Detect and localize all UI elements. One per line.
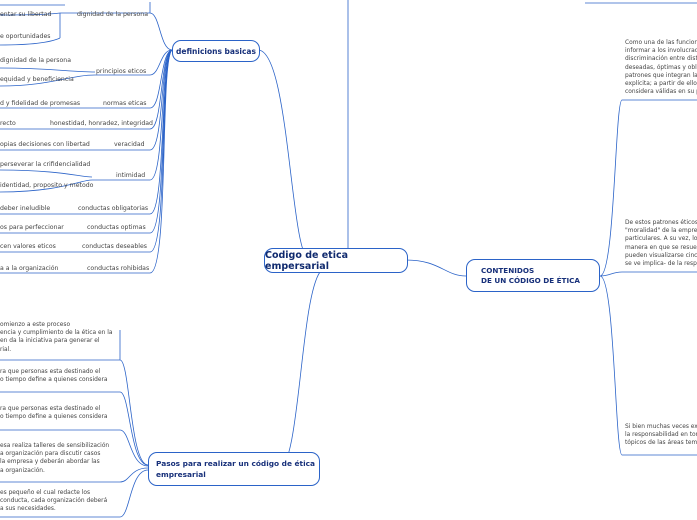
contenidos-node[interactable]: CONTENIDOS DE UN CÓDIGO DE ÉTICA <box>466 259 600 292</box>
definiciones-title: definicions basicas <box>176 46 256 56</box>
label-conductas-optimas: conductas optimas <box>87 224 146 231</box>
label-veracidad: veracidad <box>114 141 145 148</box>
label-dignidad-persona: dignidad de la persona <box>77 11 149 18</box>
pasos-item-5: es pequeño el cual redacte los conducta,… <box>0 490 108 513</box>
item-fidelidad: d y fidelidad de promesas <box>0 100 81 107</box>
label-conductas-rohibidas: conductas rohibidas <box>87 265 150 272</box>
item-crifidencialidad: perseverar la crifidencialidad <box>0 161 91 168</box>
contenidos-paragraph-1: Como una de las funciones informar a los… <box>625 40 697 96</box>
pasos-node[interactable]: Pasos para realizar un código de ética e… <box>148 452 320 486</box>
contenidos-paragraph-3: Si bien muchas veces exis la responsabil… <box>625 424 697 447</box>
item-equidad: equidad y beneficiencia <box>0 76 74 83</box>
contenidos-title: CONTENIDOS DE UN CÓDIGO DE ÉTICA <box>481 265 580 285</box>
pasos-item-2: ra que personas esta destinado el o tiem… <box>0 369 108 384</box>
central-node[interactable]: Codigo de etica empersarial <box>264 248 408 273</box>
item-propias-decisiones: opias decisiones con libertad <box>0 141 90 148</box>
item-deber-ineludible: deber ineludible <box>0 205 51 212</box>
contenidos-paragraph-2: De estos patrones éticos " "moralidad" d… <box>625 220 697 268</box>
item-oportunidades: e oportunidades <box>0 33 51 40</box>
item-recto: recto <box>0 120 16 127</box>
pasos-item-1: omienzo a este proceso encia y cumplimie… <box>0 322 113 353</box>
item-dignidad: dignidad de la persona <box>0 57 72 64</box>
definiciones-node[interactable]: definicions basicas <box>172 40 260 62</box>
central-title: Codigo de etica empersarial <box>265 249 349 272</box>
label-principios-eticos: principios eticos <box>96 68 147 75</box>
label-normas-eticas: normas eticas <box>103 100 147 107</box>
label-intimidad: intimidad <box>116 172 146 179</box>
pasos-title: Pasos para realizar un código de ética e… <box>156 459 315 479</box>
item-identidad: identidad, proposito y metodo <box>0 182 94 189</box>
item-valores-eticos: cen valores eticos <box>0 243 56 250</box>
item-perfeccionar: os para perfeccionar <box>0 224 64 231</box>
item-organizacion: a a la organización <box>0 265 59 272</box>
label-conductas-deseables: conductas deseables <box>82 243 148 250</box>
item-entar-libertad: entar su libertad <box>0 11 52 18</box>
pasos-item-4: esa realiza talleres de sensibilización … <box>0 443 110 474</box>
label-honestidad: honestidad, honradez, integridad <box>50 120 153 127</box>
pasos-item-3: ra que personas esta destinado el o tiem… <box>0 406 108 421</box>
label-conductas-obligatorias: conductas obligatorias <box>78 205 149 212</box>
